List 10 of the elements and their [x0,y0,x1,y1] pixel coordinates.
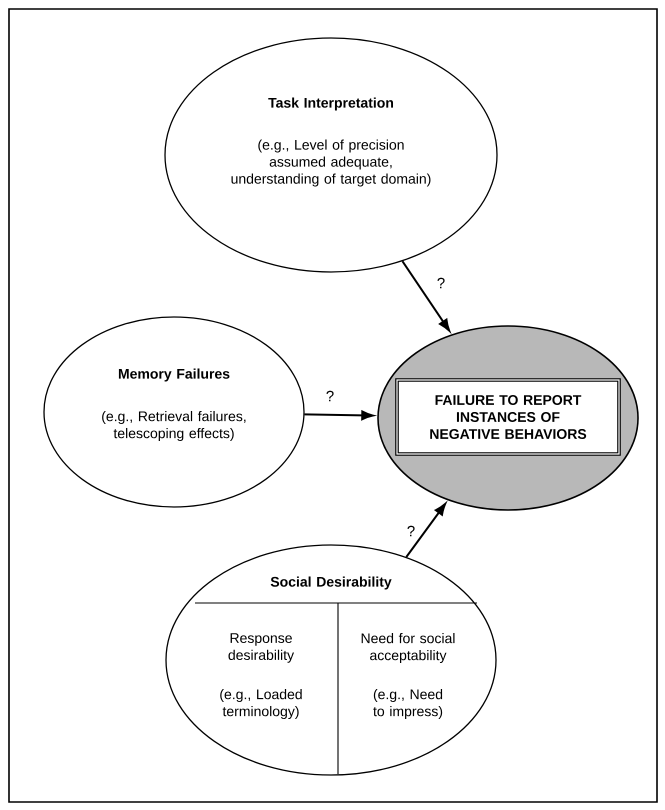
edge-label: ? [324,390,336,402]
oval-node: Task Interpretation (e.g., Level of precision assumed adequate, understanding of target domain) [164,37,498,273]
edge-label: ? [406,524,416,538]
oval-section: Need for social acceptability (e.g., Need to impress) [362,632,455,720]
oval-section: Response desirability (e.g., Loaded terminology) [220,633,302,720]
oval-node: Memory Failures (e.g., Retrieval failures, telescoping effects) [43,316,305,508]
label-box: FAILURE TO REPORT INSTANCES OF NEGATIVE BEHAVIORS [395,378,621,456]
edge-label: ? [436,276,446,290]
arrow [406,502,446,558]
arrow [402,260,450,332]
